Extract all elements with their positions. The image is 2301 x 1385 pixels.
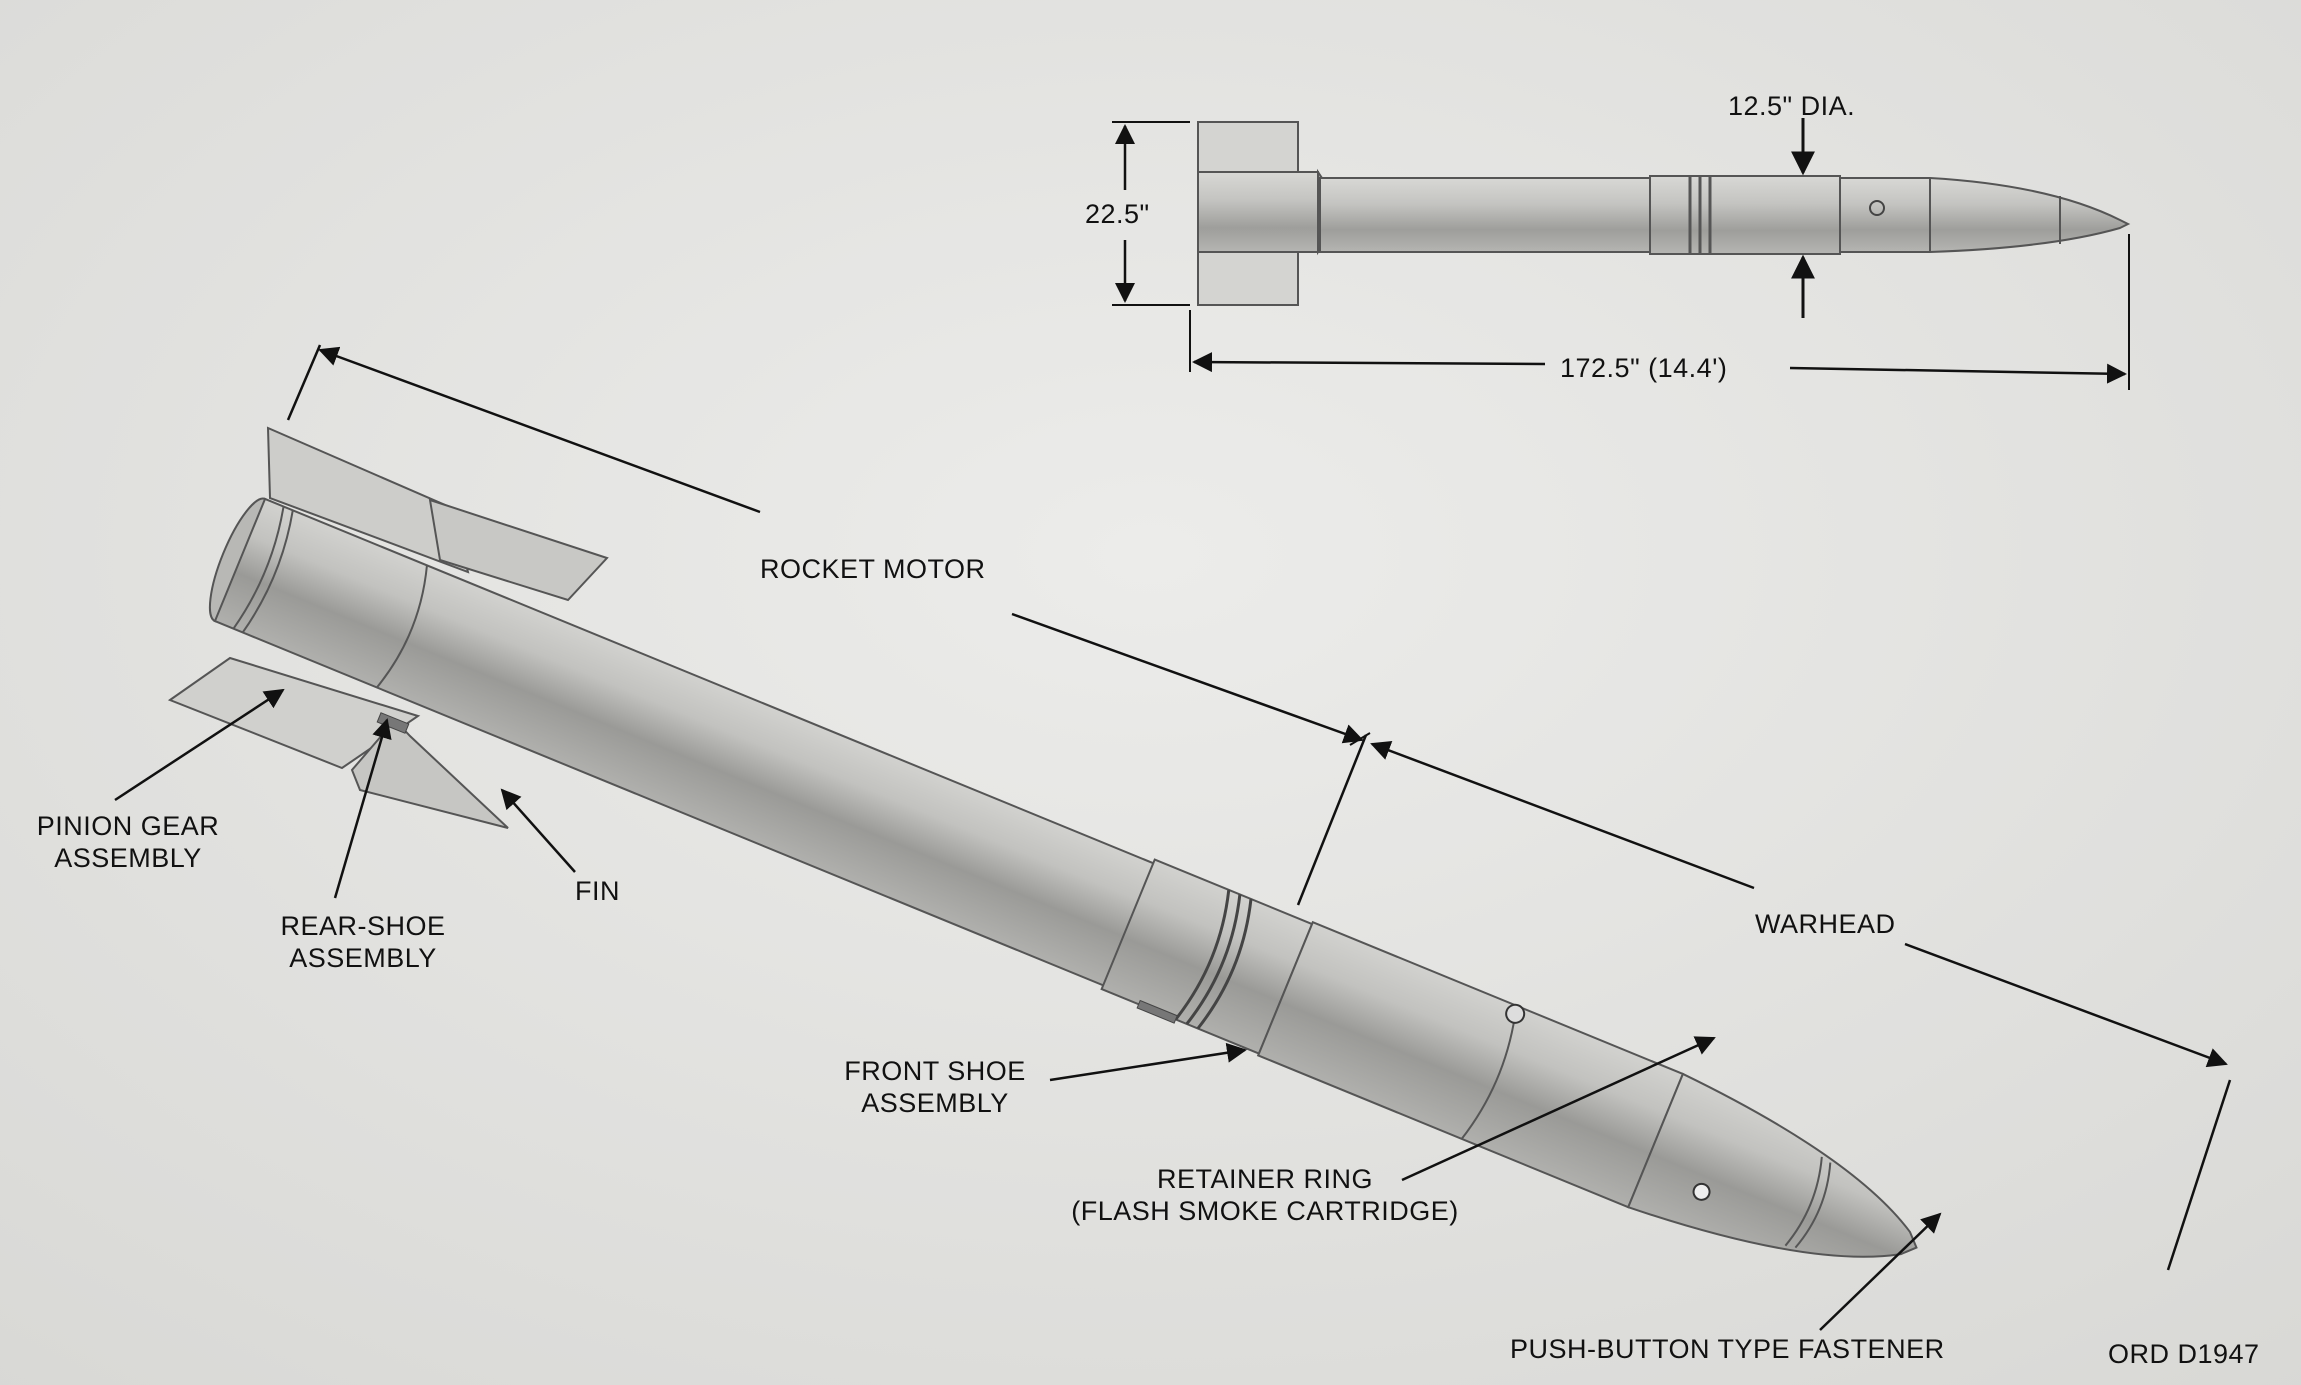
top-fin-lower [1197, 249, 1299, 306]
length-label: 172.5" (14.4') [1560, 353, 1728, 383]
upper-fin [266, 426, 470, 574]
drawing-number: ORD D1947 [2108, 1339, 2260, 1369]
pinion-gear-line-1: PINION GEAR [36, 811, 220, 841]
rear-shoe-leader [333, 718, 392, 899]
retainer-ring-leader [1401, 1036, 1716, 1182]
span-label: 22.5" [1085, 199, 1150, 229]
push-button-fastener [1692, 1182, 1711, 1201]
front-shoe-line-2: ASSEMBLY [861, 1088, 1009, 1118]
warhead-label: WARHEAD [1755, 909, 1896, 939]
warhead-dim-right [1904, 942, 2228, 1068]
rear-shoe-line-1: REAR-SHOE [280, 911, 446, 941]
rear-shoe-line-2: ASSEMBLY [289, 943, 437, 973]
callout-leaders [114, 688, 1942, 1331]
lower-fin-left [167, 656, 421, 770]
top-view-dimensions [1112, 118, 2130, 390]
diameter-label: 12.5" DIA. [1728, 91, 1856, 121]
top-view-missile [1197, 121, 2131, 306]
motor-warhead-separator [1296, 734, 1368, 906]
lower-fin-right [350, 718, 509, 829]
rocket-motor-label: ROCKET MOTOR [760, 554, 986, 584]
retainer-ring-line-1: RETAINER RING [1156, 1164, 1373, 1194]
front-shoe-callout: FRONT SHOE ASSEMBLY [835, 1055, 1035, 1119]
front-shoe-leader [1049, 1042, 1247, 1082]
warhead-dim-left [1370, 740, 1755, 890]
pinion-gear-callout: PINION GEAR ASSEMBLY [28, 810, 228, 874]
top-tail-section [1197, 171, 1319, 253]
rear-shoe-callout: REAR-SHOE ASSEMBLY [258, 910, 468, 974]
fin-callout: FIN [575, 876, 620, 906]
push-button-leader [1819, 1212, 1942, 1331]
length-dim-line-right [1789, 363, 2127, 384]
side-fin-right [428, 498, 609, 602]
push-button-callout: PUSH-BUTTON TYPE FASTENER [1510, 1334, 1945, 1364]
length-dim-line-left [1192, 352, 1546, 373]
top-ring-band [1649, 175, 1841, 255]
top-fin-upper [1197, 121, 1299, 177]
retainer-ring-line-2: (FLASH SMOKE CARTRIDGE) [1071, 1196, 1459, 1226]
front-shoe-line-1: FRONT SHOE [844, 1056, 1026, 1086]
fin-leader [500, 788, 576, 873]
warhead-nose [1626, 1072, 1918, 1258]
retainer-ring-callout: RETAINER RING (FLASH SMOKE CARTRIDGE) [1055, 1163, 1475, 1227]
top-fastener-mark [1869, 200, 1885, 216]
motor-dim-left [318, 346, 761, 514]
top-main-body [1319, 177, 1651, 253]
top-nose-cone [1839, 177, 2131, 253]
pinion-gear-leader [114, 688, 285, 802]
pinion-gear-line-2: ASSEMBLY [54, 843, 202, 873]
perspective-missile [167, 426, 1918, 1258]
motor-dim-right [1011, 612, 1364, 744]
perspective-dimensions [286, 344, 2232, 1271]
retainer-ring-port [1505, 1003, 1526, 1024]
front-shoe [1136, 999, 1178, 1024]
